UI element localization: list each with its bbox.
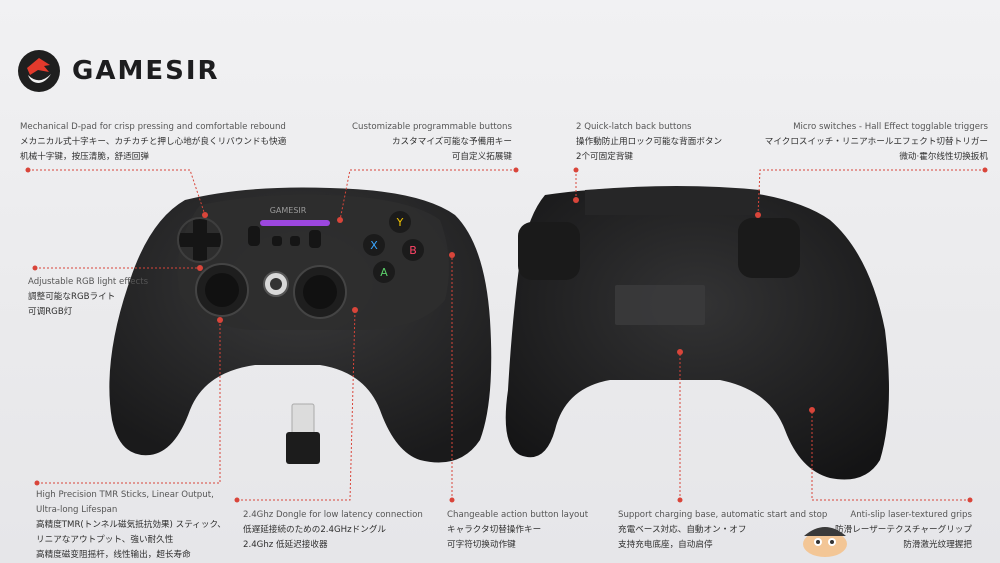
mascot-watermark	[803, 527, 847, 557]
label-charging: Support charging base, automatic start a…	[618, 510, 828, 550]
usb-dongle	[286, 403, 320, 464]
svg-text:B: B	[409, 244, 417, 257]
right-stick	[293, 265, 347, 319]
rgb-light-strip	[260, 220, 330, 226]
label-sticks: High Precision TMR Sticks, Linear Output…	[36, 490, 226, 560]
gamesir-logo-icon	[18, 50, 60, 92]
gamesir-logo: GAMESIR	[16, 48, 220, 94]
brand-wordmark: GAMESIR	[72, 56, 220, 86]
right-trigger-well	[738, 218, 800, 278]
svg-text:Y: Y	[396, 216, 404, 229]
svg-text:X: X	[370, 239, 378, 252]
face-buttons: Y X A B	[363, 211, 424, 283]
label-dpad: Mechanical D-pad for crisp pressing and …	[20, 122, 287, 162]
left-trigger-well	[518, 222, 580, 280]
back-controller	[505, 186, 889, 480]
dpad	[177, 217, 223, 263]
left-stick	[195, 263, 249, 317]
label-dongle: 2.4Ghz Dongle for low latency connection…	[243, 510, 423, 550]
svg-text:A: A	[380, 266, 388, 279]
controller-logo: GAMESIR	[270, 206, 307, 215]
leader-lines	[28, 169, 985, 501]
label-programmable-buttons: Customizable programmable buttons カスタマイズ…	[352, 122, 512, 162]
front-controller: Y X A B GAMESIR	[109, 187, 492, 463]
label-grips: Anti-slip laser-textured grips 防滑レーザーテクス…	[835, 510, 972, 550]
label-rgb: Adjustable RGB light effects 調整可能なRGBライト…	[28, 277, 149, 317]
label-triggers: Micro switches - Hall Effect togglable t…	[764, 122, 988, 162]
label-action-layout: Changeable action button layout キャラクタ切替操…	[447, 510, 589, 550]
label-back-buttons: 2 Quick-latch back buttons 操作動防止用ロック可能な背…	[576, 122, 723, 162]
